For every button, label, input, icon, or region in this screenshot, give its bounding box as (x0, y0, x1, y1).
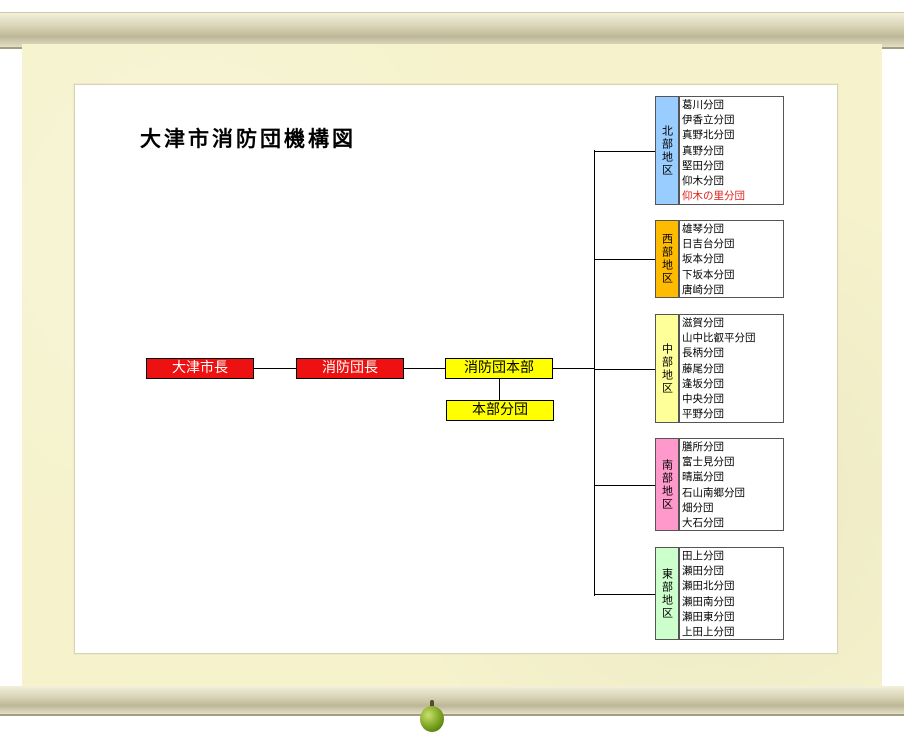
district-name: 西部地区 (660, 233, 674, 285)
branch-line (594, 485, 655, 486)
unit-item: 長柄分団 (682, 347, 724, 360)
unit-item: 唐崎分団 (682, 283, 724, 296)
unit-item: 真野分団 (682, 144, 724, 157)
branch-line (594, 151, 655, 152)
chief-box: 消防団長 (296, 358, 404, 379)
branch-line (594, 594, 655, 595)
unit-item: 葛川分団 (682, 99, 724, 111)
district-unit-list: 滋賀分団山中比叡平分団長柄分団藤尾分団逢坂分団中央分団平野分団 (679, 314, 784, 423)
unit-item: 石山南郷分団 (682, 486, 745, 499)
scroll-bottom-rod (0, 686, 904, 716)
connector-line (553, 368, 594, 369)
branch-line (594, 369, 655, 370)
unit-item: 堅田分団 (682, 159, 724, 172)
unit-item: 逢坂分団 (682, 377, 724, 390)
unit-item: 下坂本分団 (682, 268, 735, 281)
unit-item: 瀬田北分団 (682, 580, 735, 593)
unit-item: 仰木分団 (682, 175, 724, 188)
unit-item: 富士見分団 (682, 456, 735, 469)
unit-item: 真野北分団 (682, 129, 735, 142)
connector-line (499, 379, 500, 400)
unit-item: 瀬田南分団 (682, 595, 735, 608)
unit-item: 滋賀分団 (682, 317, 724, 329)
unit-item: 伊香立分団 (682, 114, 735, 127)
district-label: 中部地区 (655, 314, 679, 423)
district-name: 南部地区 (660, 458, 674, 511)
district-name: 北部地区 (660, 124, 674, 177)
district-unit-list: 雄琴分団日吉台分団坂本分団下坂本分団唐崎分団 (679, 220, 784, 298)
branch-line (594, 259, 655, 260)
district-name: 中部地区 (660, 342, 674, 395)
unit-item: 山中比叡平分団 (682, 332, 756, 345)
district-name: 東部地区 (660, 567, 674, 620)
unit-item: 仰木の里分団 (682, 190, 745, 203)
unit-item: 日吉台分団 (682, 238, 735, 251)
district-unit-list: 田上分団瀬田分団瀬田北分団瀬田南分団瀬田東分団上田上分団 (679, 547, 784, 640)
mayor-box: 大津市長 (146, 358, 254, 379)
district-unit-list: 膳所分団富士見分団晴嵐分団石山南郷分団畑分団大石分団 (679, 438, 784, 531)
scroll-cord (430, 700, 434, 708)
unit-item: 雄琴分団 (682, 223, 724, 235)
scroll-knob-icon (420, 706, 444, 732)
district-label: 東部地区 (655, 547, 679, 640)
unit-item: 瀬田分団 (682, 565, 724, 578)
unit-item: 藤尾分団 (682, 362, 724, 375)
trunk-line (594, 150, 595, 596)
district-label: 南部地区 (655, 438, 679, 531)
unit-item: 坂本分団 (682, 253, 724, 266)
unit-item: 膳所分団 (682, 441, 724, 453)
connector-line (404, 368, 445, 369)
district-unit-list: 葛川分団伊香立分団真野北分団真野分団堅田分団仰木分団仰木の里分団 (679, 96, 784, 205)
unit-item: 平野分団 (682, 408, 724, 421)
connector-line (254, 368, 296, 369)
unit-item: 畑分団 (682, 501, 714, 514)
unit-item: 田上分団 (682, 550, 724, 562)
unit-item: 上田上分団 (682, 626, 735, 639)
unit-item: 中央分団 (682, 393, 724, 406)
district-label: 西部地区 (655, 220, 679, 298)
page-title: 大津市消防団機構図 (140, 127, 356, 151)
unit-item: 大石分団 (682, 517, 724, 530)
unit-item: 晴嵐分団 (682, 471, 724, 484)
district-label: 北部地区 (655, 96, 679, 205)
unit-item: 瀬田東分団 (682, 610, 735, 623)
hq-box: 消防団本部 (445, 358, 553, 379)
hq-unit-box: 本部分団 (446, 400, 554, 421)
